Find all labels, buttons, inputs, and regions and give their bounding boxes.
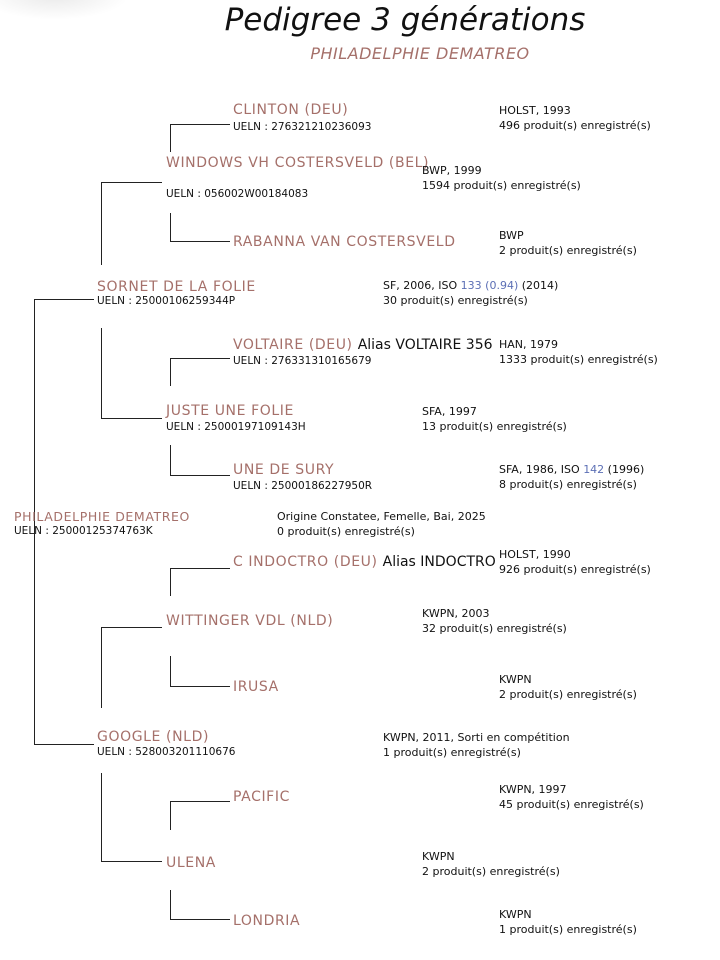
connector-line bbox=[170, 801, 230, 802]
info-voltaire: HAN, 1979 1333 produit(s) enregistré(s) bbox=[499, 338, 658, 366]
ueln-windows: UELN : 056002W00184083 bbox=[166, 188, 309, 200]
ueln-voltaire: UELN : 276331310165679 bbox=[233, 355, 372, 367]
info-indoctro: HOLST, 1990 926 produit(s) enregistré(s) bbox=[499, 548, 651, 576]
alias-indoctro: Alias INDOCTRO bbox=[382, 554, 496, 570]
info-irusa: KWPN 2 produit(s) enregistré(s) bbox=[499, 673, 637, 701]
info-philadelphie: Origine Constatee, Femelle, Bai, 2025 0 … bbox=[277, 510, 486, 538]
connector-line bbox=[170, 656, 171, 687]
ueln-google: UELN : 528003201110676 bbox=[97, 746, 236, 758]
corner-shadow bbox=[0, 0, 130, 20]
horse-name-irusa[interactable]: IRUSA bbox=[233, 679, 279, 695]
horse-name-wittinger[interactable]: WITTINGER VDL (NLD) bbox=[166, 613, 334, 629]
connector-line bbox=[101, 182, 102, 265]
info-juste: SFA, 1997 13 produit(s) enregistré(s) bbox=[422, 405, 567, 433]
horse-name-rabanna[interactable]: RABANNA VAN COSTERSVELD bbox=[233, 234, 456, 250]
connector-line bbox=[34, 744, 94, 745]
horse-name-londria[interactable]: LONDRIA bbox=[233, 913, 301, 929]
iso-link-sury[interactable]: 142 bbox=[583, 463, 605, 476]
connector-line bbox=[101, 627, 102, 708]
connector-line bbox=[170, 568, 171, 596]
info-rabanna: BWP 2 produit(s) enregistré(s) bbox=[499, 229, 637, 257]
connector-line bbox=[170, 213, 171, 242]
horse-name-ulena[interactable]: ULENA bbox=[166, 855, 216, 871]
horse-name-sury[interactable]: UNE DE SURY bbox=[233, 462, 335, 478]
page-subtitle: PHILADELPHIE DEMATREO bbox=[310, 44, 530, 63]
horse-name-philadelphie[interactable]: PHILADELPHIE DEMATREO bbox=[14, 509, 190, 524]
alias-voltaire: Alias VOLTAIRE 356 bbox=[357, 337, 493, 353]
info-ulena: KWPN 2 produit(s) enregistré(s) bbox=[422, 850, 560, 878]
connector-line bbox=[101, 773, 102, 862]
horse-name-clinton[interactable]: CLINTON (DEU) bbox=[233, 102, 349, 118]
ueln-juste: UELN : 25000197109143H bbox=[166, 421, 306, 433]
connector-line bbox=[170, 890, 171, 920]
info-google: KWPN, 2011, Sorti en compétition 1 produ… bbox=[383, 731, 570, 759]
info-clinton: HOLST, 1993 496 produit(s) enregistré(s) bbox=[499, 104, 651, 132]
connector-line bbox=[101, 328, 102, 419]
ueln-sury: UELN : 25000186227950R bbox=[233, 480, 373, 492]
connector-line bbox=[170, 124, 171, 152]
horse-name-google[interactable]: GOOGLE (NLD) bbox=[97, 729, 210, 745]
connector-line bbox=[101, 861, 162, 862]
connector-line bbox=[170, 686, 230, 687]
horse-name-juste[interactable]: JUSTE UNE FOLIE bbox=[166, 403, 294, 419]
info-londria: KWPN 1 produit(s) enregistré(s) bbox=[499, 908, 637, 936]
horse-name-voltaire[interactable]: VOLTAIRE (DEU) Alias VOLTAIRE 356 bbox=[233, 337, 493, 353]
connector-line bbox=[170, 919, 230, 920]
ueln-sornet: UELN : 25000106259344P bbox=[97, 295, 236, 307]
connector-line bbox=[170, 124, 230, 125]
horse-name-sornet[interactable]: SORNET DE LA FOLIE bbox=[97, 279, 256, 295]
connector-line bbox=[170, 241, 230, 242]
info-pacific: KWPN, 1997 45 produit(s) enregistré(s) bbox=[499, 783, 644, 811]
connector-line bbox=[34, 299, 94, 300]
connector-line bbox=[170, 801, 171, 830]
info-windows: BWP, 1999 1594 produit(s) enregistré(s) bbox=[422, 164, 581, 192]
iso-link-sornet[interactable]: 133 (0.94) bbox=[460, 279, 519, 292]
connector-line bbox=[101, 182, 162, 183]
info-sornet: SF, 2006, ISO 133 (0.94) (2014) 30 produ… bbox=[383, 279, 559, 307]
horse-name-windows[interactable]: WINDOWS VH COSTERSVELD (BEL) bbox=[166, 155, 430, 171]
connector-line bbox=[170, 358, 230, 359]
connector-line bbox=[170, 358, 171, 386]
info-wittinger: KWPN, 2003 32 produit(s) enregistré(s) bbox=[422, 607, 567, 635]
horse-name-indoctro[interactable]: C INDOCTRO (DEU) Alias INDOCTRO bbox=[233, 554, 496, 570]
connector-line bbox=[34, 299, 35, 745]
connector-line bbox=[170, 568, 230, 569]
connector-line bbox=[170, 475, 230, 476]
page-title: Pedigree 3 générations bbox=[224, 2, 586, 38]
horse-name-pacific[interactable]: PACIFIC bbox=[233, 789, 290, 805]
ueln-philadelphie: UELN : 25000125374763K bbox=[14, 525, 153, 537]
info-sury: SFA, 1986, ISO 142 (1996) 8 produit(s) e… bbox=[499, 463, 645, 491]
connector-line bbox=[101, 627, 162, 628]
connector-line bbox=[170, 445, 171, 476]
ueln-clinton: UELN : 276321210236093 bbox=[233, 121, 372, 133]
connector-line bbox=[101, 418, 162, 419]
